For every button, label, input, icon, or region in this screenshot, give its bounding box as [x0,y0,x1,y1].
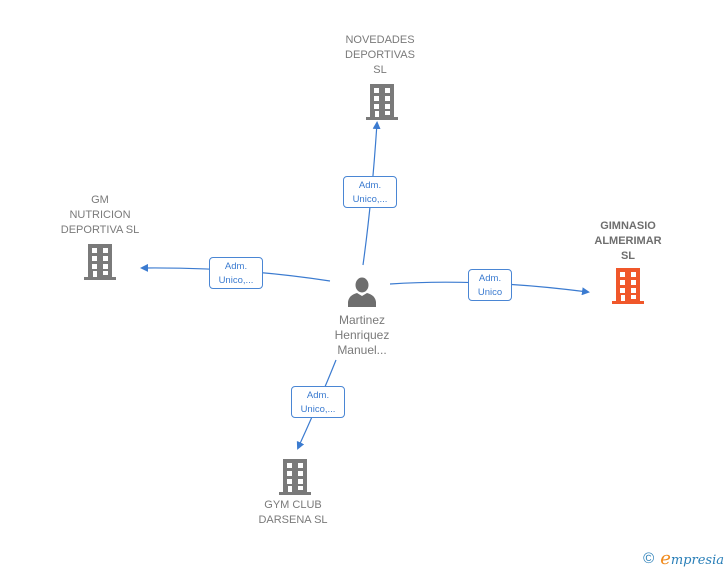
company-label-novedades[interactable]: NOVEDADES DEPORTIVAS SL [345,34,415,76]
brand-name: mpresia [670,553,724,568]
company-label-gymclub[interactable]: GYM CLUB DARSENA SL [258,499,328,526]
building-icon[interactable] [366,84,398,120]
company-label-gimnasio[interactable]: GIMNASIO ALMERIMAR SL [594,220,662,262]
edge-label-gm[interactable]: Adm. Unico,... [209,257,263,289]
brand-initial: e [660,548,671,569]
brand-logo[interactable]: empresia [660,548,724,569]
building-icon[interactable] [84,244,116,280]
copyright-icon: © [643,550,655,567]
edge-label-novedades[interactable]: Adm. Unico,... [343,176,397,208]
building-icon[interactable] [279,459,311,495]
building-icon-main[interactable] [612,268,644,304]
company-label-gm[interactable]: GM NUTRICION DEPORTIVA SL [60,194,140,236]
edge-label-gimnasio[interactable]: Adm. Unico [468,269,512,301]
person-label[interactable]: Martinez Henriquez Manuel... [334,313,390,357]
person-icon[interactable] [347,277,377,307]
footer-brand: © empresia [643,548,724,569]
edge-label-gymclub[interactable]: Adm. Unico,... [291,386,345,418]
